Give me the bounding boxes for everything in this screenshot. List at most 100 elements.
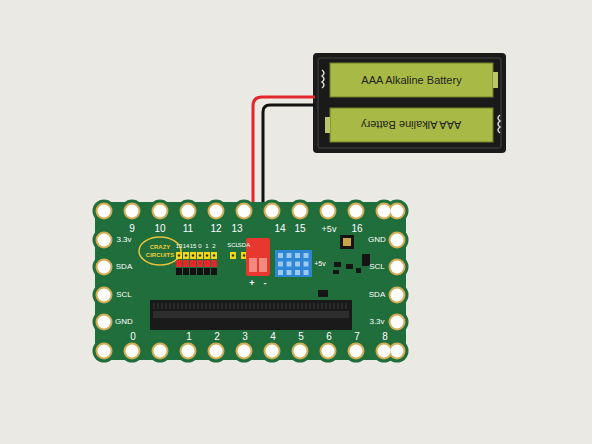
pad-hole	[322, 345, 335, 358]
battery-holder	[313, 53, 506, 153]
slot-contact	[234, 303, 235, 309]
pad-hole	[294, 205, 307, 218]
header-pin	[295, 253, 300, 258]
ground-pin	[190, 268, 196, 275]
pin-hole	[206, 254, 208, 256]
pin-label: GND	[115, 318, 133, 326]
signal-pin	[204, 252, 210, 259]
pin-label: SCL	[227, 242, 239, 248]
slot-contact	[346, 303, 347, 309]
pad-ring	[320, 203, 337, 220]
pad-hole	[182, 205, 195, 218]
header-pin	[295, 270, 300, 275]
pad-hole	[98, 289, 111, 302]
smd-component	[346, 264, 353, 269]
slot-contact	[306, 303, 307, 309]
slot-contact	[242, 303, 243, 309]
board-body	[95, 202, 406, 360]
battery-terminal	[493, 72, 498, 88]
connector-socket	[259, 258, 267, 272]
slot-contact	[286, 303, 287, 309]
slot-contact	[326, 303, 327, 309]
pad-hole	[238, 205, 251, 218]
slot-contact	[322, 303, 323, 309]
pin-label: +5v	[314, 260, 325, 267]
pin-label: 6	[326, 332, 332, 342]
pad-ring	[208, 343, 225, 360]
board-edge	[386, 311, 409, 334]
slot-contact	[166, 303, 167, 309]
polarity-mark: +	[249, 279, 254, 288]
ground-pin	[176, 268, 182, 275]
pin-label: SDA	[238, 242, 250, 248]
pad-hole	[154, 345, 167, 358]
pin-label: 7	[354, 332, 360, 342]
board-edge	[93, 256, 116, 279]
pad-ring	[389, 287, 406, 304]
board-edge	[121, 340, 144, 363]
pad-hole	[350, 345, 363, 358]
pad-hole	[266, 205, 279, 218]
pad-ring	[152, 203, 169, 220]
battery-cell-label: AAA Alkaline Battery	[330, 63, 493, 97]
board-edge	[233, 340, 256, 363]
logo-text: CRAZY	[150, 244, 171, 250]
pin-label: 13	[231, 224, 242, 234]
pin-label: 12	[210, 224, 221, 234]
pad-ring	[292, 203, 309, 220]
pin-label: 2	[212, 243, 215, 249]
slot-contact	[294, 303, 295, 309]
slot-contact	[222, 303, 223, 309]
slot-contact	[178, 303, 179, 309]
pad-hole	[294, 345, 307, 358]
slot-contact	[198, 303, 199, 309]
slot-contact	[338, 303, 339, 309]
pad-ring	[376, 203, 393, 220]
board-edge	[289, 340, 312, 363]
pin-hole	[232, 254, 234, 256]
board-edge	[205, 200, 228, 223]
slot-contact	[174, 303, 175, 309]
pin-label: 3	[242, 332, 248, 342]
pad-hole	[350, 205, 363, 218]
pin-label: SCL	[369, 263, 385, 271]
slot-contact	[310, 303, 311, 309]
slot-contact	[194, 303, 195, 309]
board-edge	[261, 340, 284, 363]
pin-label: 3.3v	[369, 318, 384, 326]
smd-component	[333, 270, 339, 274]
power-pin	[190, 260, 196, 267]
header-pin	[278, 262, 283, 267]
header-pin	[304, 270, 309, 275]
slot-contact	[262, 303, 263, 309]
slot-contact	[190, 303, 191, 309]
signal-pin	[176, 252, 182, 259]
slot-contact	[314, 303, 315, 309]
pin-label: 0	[130, 332, 136, 342]
pin-hole	[213, 254, 215, 256]
pad-hole	[391, 234, 404, 247]
board-edge	[317, 340, 340, 363]
edge-slot	[153, 311, 349, 318]
slot-contact	[258, 303, 259, 309]
board-edge	[93, 311, 116, 334]
power-pin	[204, 260, 210, 267]
slot-contact	[238, 303, 239, 309]
slot-contact	[202, 303, 203, 309]
blue-header	[275, 250, 312, 277]
pin-hole	[178, 254, 180, 256]
board-edge	[386, 229, 409, 252]
smd-component	[340, 235, 354, 249]
pad-hole	[98, 345, 111, 358]
pin-label: 15	[190, 243, 197, 249]
battery-cell	[330, 108, 493, 142]
ground-pin	[204, 268, 210, 275]
pin-hole	[192, 254, 194, 256]
board-edge	[149, 340, 172, 363]
pad-hole	[238, 345, 251, 358]
header-pin	[295, 262, 300, 267]
pad-ring	[124, 343, 141, 360]
pad-hole	[98, 234, 111, 247]
